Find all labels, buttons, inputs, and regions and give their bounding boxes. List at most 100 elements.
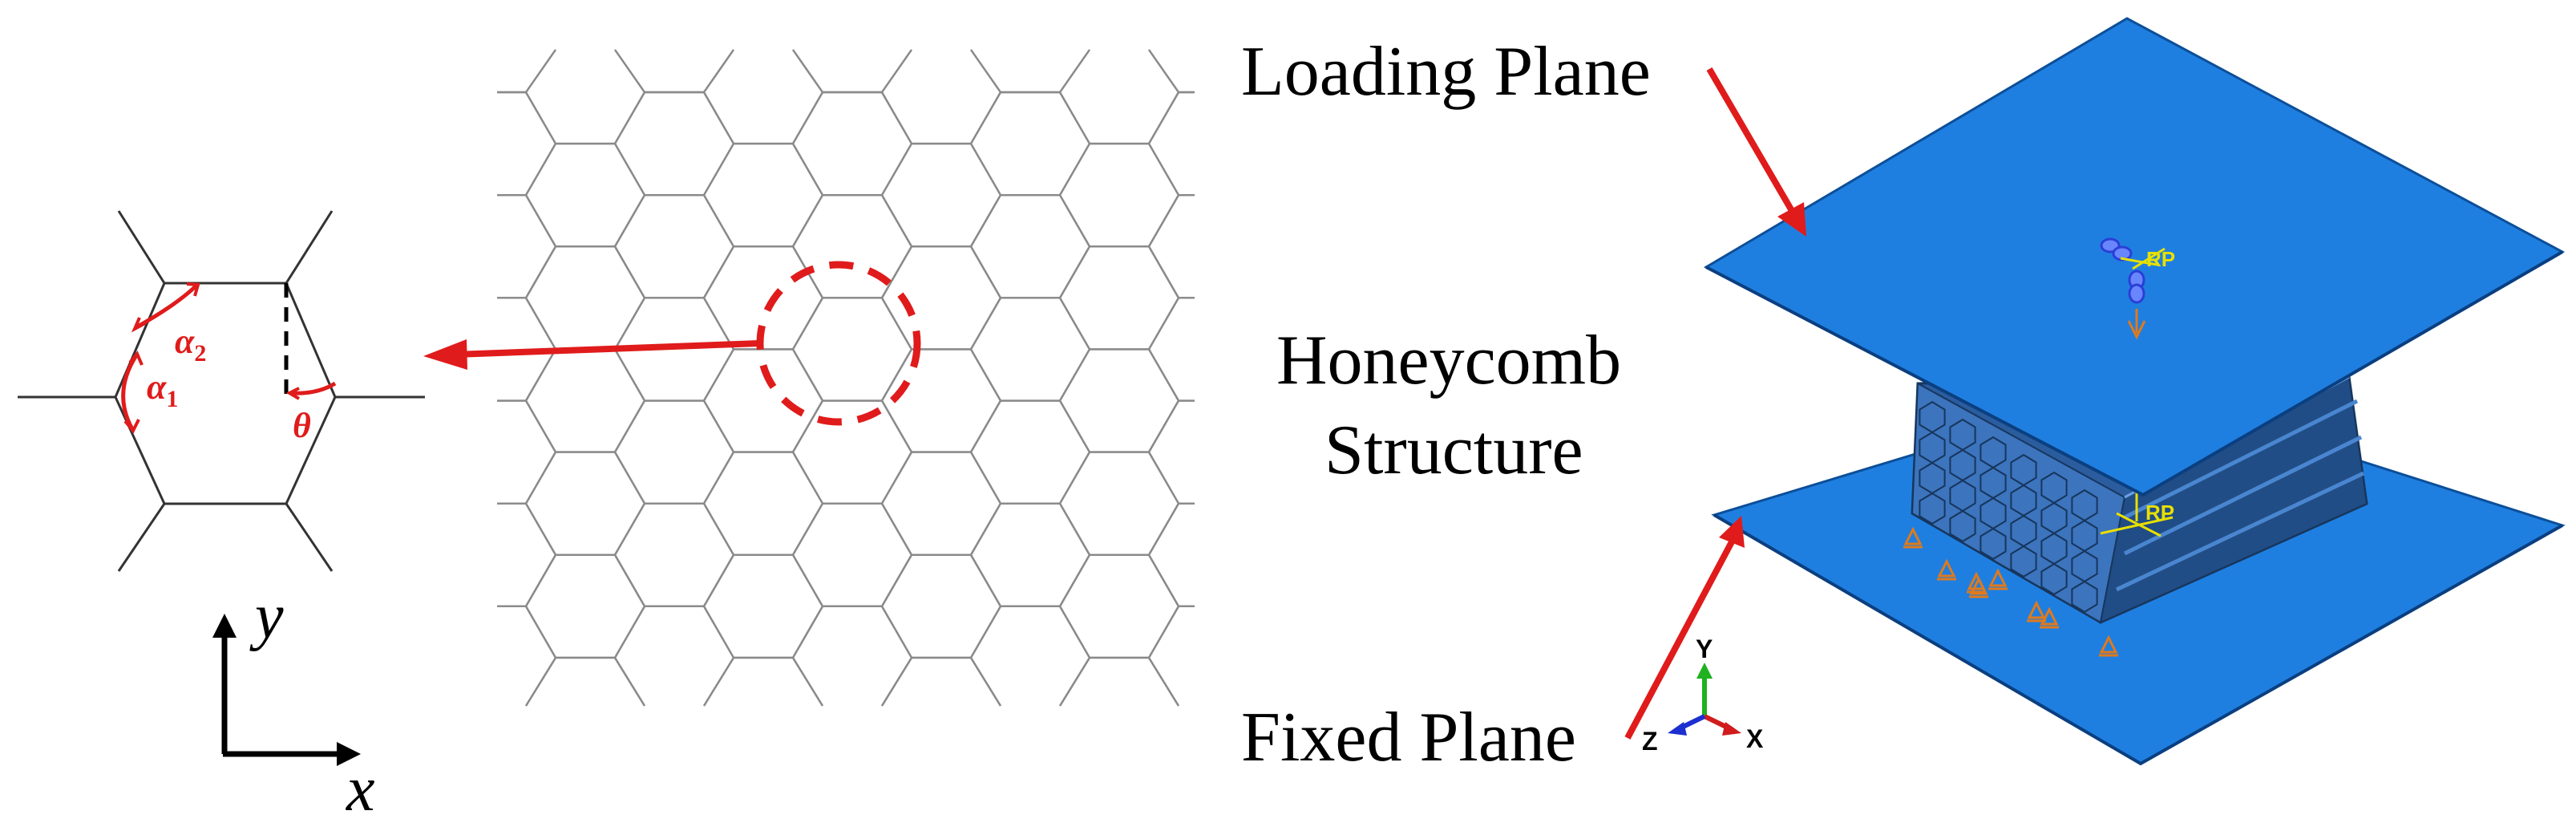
fixed-bc-cone	[1988, 568, 2008, 590]
loading-plane-label: Loading Plane	[1241, 33, 1651, 111]
honeycomb-cell-wall	[613, 194, 646, 247]
loading-plane-arrow	[1706, 67, 1806, 237]
honeycomb-cell-wall	[524, 297, 557, 351]
honeycomb-block-cell	[1949, 509, 1976, 543]
honeycomb-cell-wall	[969, 245, 1002, 298]
x-axis-label: x	[346, 754, 375, 825]
honeycomb-cell-wall	[1058, 657, 1091, 707]
honeycomb-cell-wall	[702, 503, 735, 556]
honeycomb-cell-wall	[970, 49, 1001, 93]
honeycomb-cell-wall	[791, 606, 824, 659]
honeycomb-cell-wall	[1147, 657, 1180, 707]
honeycomb-cell-wall	[969, 91, 1002, 144]
honeycomb-cell-wall	[969, 348, 1002, 402]
honeycomb-cell-wall	[613, 657, 646, 707]
honeycomb-cell-wall	[1059, 49, 1090, 93]
honeycomb-cell-wall	[524, 245, 557, 298]
honeycomb-cell-wall	[613, 91, 646, 144]
honeycomb-cell-wall	[1147, 606, 1180, 659]
honeycomb-cell-wall	[880, 503, 913, 556]
honeycomb-cell-wall	[1147, 348, 1180, 402]
highlight-circle	[756, 261, 921, 426]
honeycomb-cell-wall	[524, 606, 557, 659]
bottom-rp-label: RP	[2145, 501, 2174, 525]
honeycomb-cell-wall	[880, 194, 913, 247]
alpha2-label: α2	[175, 322, 206, 367]
honeycomb-cell-wall	[1058, 399, 1091, 453]
honeycomb-cell-wall	[1147, 399, 1180, 453]
honeycomb-cell-wall	[1147, 297, 1180, 351]
honeycomb-cell-wall	[791, 399, 824, 453]
honeycomb-cell-wall	[880, 399, 913, 453]
fixed-bc-cone	[1937, 558, 1956, 581]
alpha1-angle-marker	[121, 351, 144, 434]
honeycomb-cell-wall	[1058, 194, 1091, 247]
honeycomb-cell-wall	[880, 91, 913, 144]
honeycomb-cell-wall	[613, 399, 646, 453]
honeycomb-cell-wall	[1147, 143, 1180, 196]
honeycomb-cell-wall	[1058, 554, 1091, 607]
y-axis-label: y	[249, 582, 284, 652]
honeycomb-cell-wall	[613, 452, 646, 505]
honeycomb-cell-wall	[969, 452, 1002, 505]
honeycomb-cell-wall	[613, 606, 646, 659]
top-reference-point: RP	[2100, 237, 2175, 340]
honeycomb-cell-wall	[613, 348, 646, 402]
honeycomb-block-cell	[1980, 527, 2007, 561]
honeycomb-cell-wall	[613, 245, 646, 298]
x-axis-arrowhead	[337, 742, 361, 766]
honeycomb-cell-wall	[614, 49, 645, 93]
honeycomb-cell-wall	[1147, 503, 1180, 556]
honeycomb-cell-wall	[1058, 503, 1091, 556]
honeycomb-cell-wall	[1147, 554, 1180, 607]
honeycomb-cell-wall	[1058, 143, 1091, 196]
zoom-arrow	[423, 339, 761, 370]
honeycomb-cell-wall	[880, 245, 913, 298]
global-axis-triad: Y X Z	[1642, 634, 1764, 756]
honeycomb-cell-wall	[524, 399, 557, 453]
honeycomb-cell-wall	[791, 452, 824, 505]
honeycomb-cell-wall	[969, 399, 1002, 453]
bottom-reference-point: RP	[2100, 481, 2174, 537]
honeycomb-cell-wall	[791, 554, 824, 607]
honeycomb-cell-wall	[880, 143, 913, 196]
honeycomb-cell-wall	[791, 297, 824, 351]
honeycomb-cell-wall	[702, 297, 735, 351]
honeycomb-cell-wall	[791, 503, 824, 556]
honeycomb-cell-wall	[524, 452, 557, 505]
fixed-bc-cone	[1903, 526, 1923, 549]
honeycomb-cell-wall	[880, 297, 913, 351]
xy-axes: y x	[212, 582, 375, 825]
honeycomb-cell-wall	[969, 503, 1002, 556]
honeycomb-cell-wall	[791, 348, 824, 402]
honeycomb-label-line2: Structure	[1324, 411, 1583, 489]
fixed-bc-cone	[2040, 606, 2059, 629]
honeycomb-cell-wall	[1058, 452, 1091, 505]
alpha1-label: α1	[147, 367, 178, 412]
honeycomb-cell-wall	[613, 503, 646, 556]
y-axis-arrowhead	[212, 614, 237, 638]
top-rp-label: RP	[2146, 247, 2175, 271]
fixed-bc-cone	[2099, 634, 2118, 657]
honeycomb-cell-wall	[880, 657, 913, 707]
honeycomb-cell-wall	[792, 49, 823, 93]
honeycomb-cell-wall	[1058, 245, 1091, 298]
honeycomb-cell-wall	[702, 606, 735, 659]
fixed-bc-cone	[1969, 576, 1988, 598]
honeycomb-cell-wall	[702, 348, 735, 402]
honeycomb-cell-wall	[969, 297, 1002, 351]
honeycomb-cell-wall	[702, 657, 735, 707]
triad-z-label: Z	[1642, 727, 1658, 756]
honeycomb-cell-wall	[880, 452, 913, 505]
honeycomb-cell-wall	[969, 143, 1002, 196]
triad-x-label: X	[1746, 724, 1764, 753]
load-arrows	[2100, 237, 2145, 304]
honeycomb-cell-wall	[703, 49, 734, 93]
honeycomb-block-cell	[1919, 492, 1946, 525]
fixed-plane-arrow	[1624, 516, 1745, 740]
honeycomb-cell-wall	[702, 91, 735, 144]
honeycomb-block-ridges	[2115, 399, 2365, 592]
honeycomb-block-cell	[2010, 545, 2037, 578]
honeycomb-cell-wall	[524, 348, 557, 402]
